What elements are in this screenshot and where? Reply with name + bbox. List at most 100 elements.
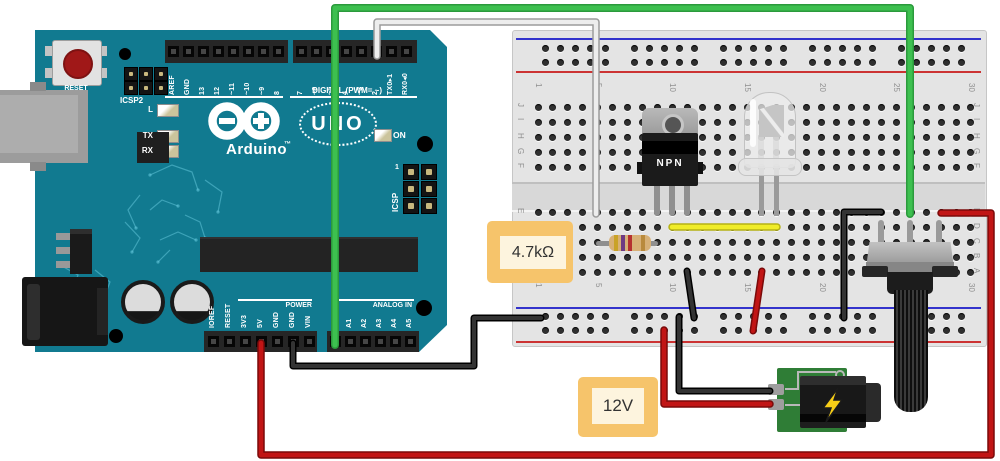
supply-annotation: 12V — [592, 388, 644, 424]
breadboard-rail-hole — [660, 58, 668, 66]
breadboard-hole — [639, 208, 646, 216]
analog-header-pin[interactable] — [344, 336, 356, 347]
icsp-pin[interactable] — [421, 164, 437, 180]
digital-header-pin[interactable] — [295, 46, 307, 57]
breadboard-hole — [609, 118, 617, 126]
digital-header-pin[interactable] — [257, 46, 269, 57]
brand-name: Arduino — [226, 141, 287, 158]
digital-header-pin[interactable] — [197, 46, 209, 57]
breadboard-hole — [803, 208, 811, 216]
icsp2-pin[interactable] — [154, 67, 168, 81]
breadboard-rail-hole — [838, 58, 846, 66]
breadboard-hole — [907, 103, 915, 111]
power-pin-label: 5V — [257, 319, 264, 328]
breadboard-rail-hole — [749, 326, 757, 334]
digital-header-pin[interactable] — [400, 46, 412, 57]
digital-header-pin[interactable] — [385, 46, 397, 57]
breadboard-column-label: 25 — [892, 83, 902, 92]
breadboard-hole — [773, 223, 781, 231]
potentiometer-shaft[interactable] — [894, 290, 928, 412]
power-header-pin[interactable] — [255, 336, 267, 347]
analog-header-pin[interactable] — [329, 336, 341, 347]
breadboard-hole — [758, 238, 766, 246]
analog-header-pin[interactable] — [359, 336, 371, 347]
icsp2-pin[interactable] — [154, 81, 168, 95]
transistor-leg — [654, 183, 660, 216]
analog-pin-label: A0 — [331, 318, 338, 328]
digital-header-pin[interactable] — [272, 46, 284, 57]
breadboard-hole — [788, 208, 796, 216]
breadboard-hole — [698, 133, 706, 141]
breadboard-column-label: 5 — [593, 83, 603, 88]
digital-header-pin[interactable] — [355, 46, 367, 57]
digital-header-pin[interactable] — [325, 46, 337, 57]
digital-header-pin[interactable] — [370, 46, 382, 57]
power-pin-label: GND — [273, 311, 280, 328]
analog-pin-label: A2 — [361, 318, 368, 328]
breadboard-hole — [803, 253, 811, 261]
breadboard-hole — [862, 148, 870, 156]
breadboard-column-label: 10 — [668, 83, 678, 92]
digital-header-pin[interactable] — [167, 46, 179, 57]
reset-button-cap[interactable] — [63, 49, 93, 79]
breadboard-row-label: B — [972, 253, 981, 259]
breadboard-hole — [907, 133, 915, 141]
digital-header-left[interactable] — [165, 40, 288, 63]
power-header-pin[interactable] — [271, 336, 283, 347]
digital-header-pin[interactable] — [340, 46, 352, 57]
icsp2-pin[interactable] — [124, 81, 138, 95]
power-header-pin[interactable] — [239, 336, 251, 347]
breadboard-rail-hole — [927, 58, 935, 66]
breadboard-rail-hole — [586, 326, 594, 334]
breadboard-hole — [683, 253, 691, 261]
breadboard-rail-hole — [779, 326, 787, 334]
icsp-pin[interactable] — [421, 198, 437, 214]
breadboard-hole — [922, 103, 930, 111]
analog-header-pin[interactable] — [389, 336, 401, 347]
breadboard-hole — [892, 103, 900, 111]
analog-pin-label: A5 — [406, 318, 413, 328]
digital-header-pin[interactable] — [242, 46, 254, 57]
power-header-pin[interactable] — [303, 336, 315, 347]
breadboard-column-label: 30 — [966, 83, 976, 92]
digital-header-pin[interactable] — [212, 46, 224, 57]
breadboard-hole — [773, 253, 781, 261]
power-pin-label: 3V3 — [241, 314, 248, 328]
icsp-pin[interactable] — [403, 198, 419, 214]
breadboard-hole — [818, 238, 826, 246]
breadboard-rail-hole — [556, 326, 564, 334]
breadboard-hole — [952, 148, 960, 156]
power-header-pin[interactable] — [207, 336, 219, 347]
digital-header-pin[interactable] — [182, 46, 194, 57]
breadboard-rail-hole — [675, 44, 683, 52]
potentiometer-lug — [862, 266, 888, 277]
breadboard-hole — [862, 163, 870, 171]
breadboard-hole — [758, 268, 766, 276]
breadboard-column-label: 15 — [743, 83, 753, 92]
breadboard-rail-hole — [690, 44, 698, 52]
breadboard-hole — [564, 148, 572, 156]
power-header-pin[interactable] — [223, 336, 235, 347]
breadboard-rail-hole — [927, 326, 935, 334]
breadboard-hole — [788, 223, 796, 231]
breadboard-rail-hole — [853, 58, 861, 66]
breadboard-rail-hole — [749, 44, 757, 52]
icsp2-pin[interactable] — [139, 81, 153, 95]
breadboard-hole — [624, 253, 632, 261]
icsp2-pin[interactable] — [139, 67, 153, 81]
icsp-pin[interactable] — [403, 164, 419, 180]
breadboard-hole — [788, 238, 796, 246]
digital-header-pin[interactable] — [227, 46, 239, 57]
icsp-pin[interactable] — [403, 181, 419, 197]
led-on — [374, 129, 392, 142]
breadboard-hole — [728, 148, 736, 156]
icsp-pin[interactable] — [421, 181, 437, 197]
reset-button-tab — [45, 68, 53, 78]
icsp2-pin[interactable] — [124, 67, 138, 81]
analog-header-pin[interactable] — [404, 336, 416, 347]
breadboard-rail-hole — [541, 44, 549, 52]
analog-header-pin[interactable] — [374, 336, 386, 347]
silk-line — [332, 299, 414, 301]
power-header-pin[interactable] — [287, 336, 299, 347]
digital-header-pin[interactable] — [310, 46, 322, 57]
